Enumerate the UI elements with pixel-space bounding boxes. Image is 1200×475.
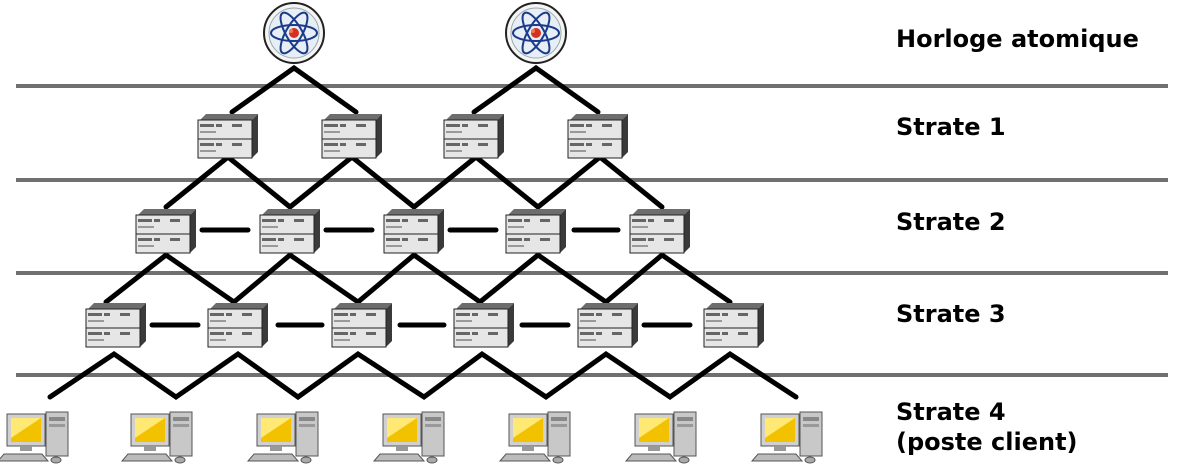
server-icon — [629, 208, 691, 254]
server-icon — [197, 113, 259, 159]
client-computer-icon — [373, 411, 445, 464]
link — [229, 64, 359, 115]
client-computer-icon — [499, 411, 571, 464]
server-icon — [703, 302, 765, 348]
client-computer-icon — [0, 411, 69, 464]
server-icon — [259, 208, 321, 254]
server-icon — [207, 302, 269, 348]
server-icon — [85, 302, 147, 348]
server-icon — [453, 302, 515, 348]
server-icon — [383, 208, 445, 254]
atomic-clock-icon — [263, 2, 325, 64]
client-computer-icon — [247, 411, 319, 464]
label-atomic-clock: Horloge atomique — [896, 25, 1139, 53]
link — [47, 350, 799, 401]
server-icon — [321, 113, 383, 159]
client-computer-icon — [625, 411, 697, 464]
label-stratum-2: Strate 2 — [896, 208, 1006, 236]
server-icon — [577, 302, 639, 348]
server-icon — [443, 113, 505, 159]
atomic-clocks — [263, 2, 567, 64]
stratum-4-clients — [0, 411, 823, 464]
label-stratum-1: Strate 1 — [896, 113, 1006, 141]
label-stratum-4-sublabel: (poste client) — [896, 428, 1078, 456]
link — [103, 251, 733, 306]
label-stratum-3: Strate 3 — [896, 300, 1006, 328]
client-computer-icon — [751, 411, 823, 464]
label-stratum-4: Strate 4 — [896, 398, 1006, 426]
link — [471, 64, 601, 115]
client-computer-icon — [121, 411, 193, 464]
server-icon — [505, 208, 567, 254]
link — [163, 153, 665, 211]
link-lines — [47, 64, 799, 401]
atomic-clock-icon — [505, 2, 567, 64]
server-icon — [135, 208, 197, 254]
server-icon — [331, 302, 393, 348]
server-icon — [567, 113, 629, 159]
stratum-1-servers — [197, 113, 629, 159]
